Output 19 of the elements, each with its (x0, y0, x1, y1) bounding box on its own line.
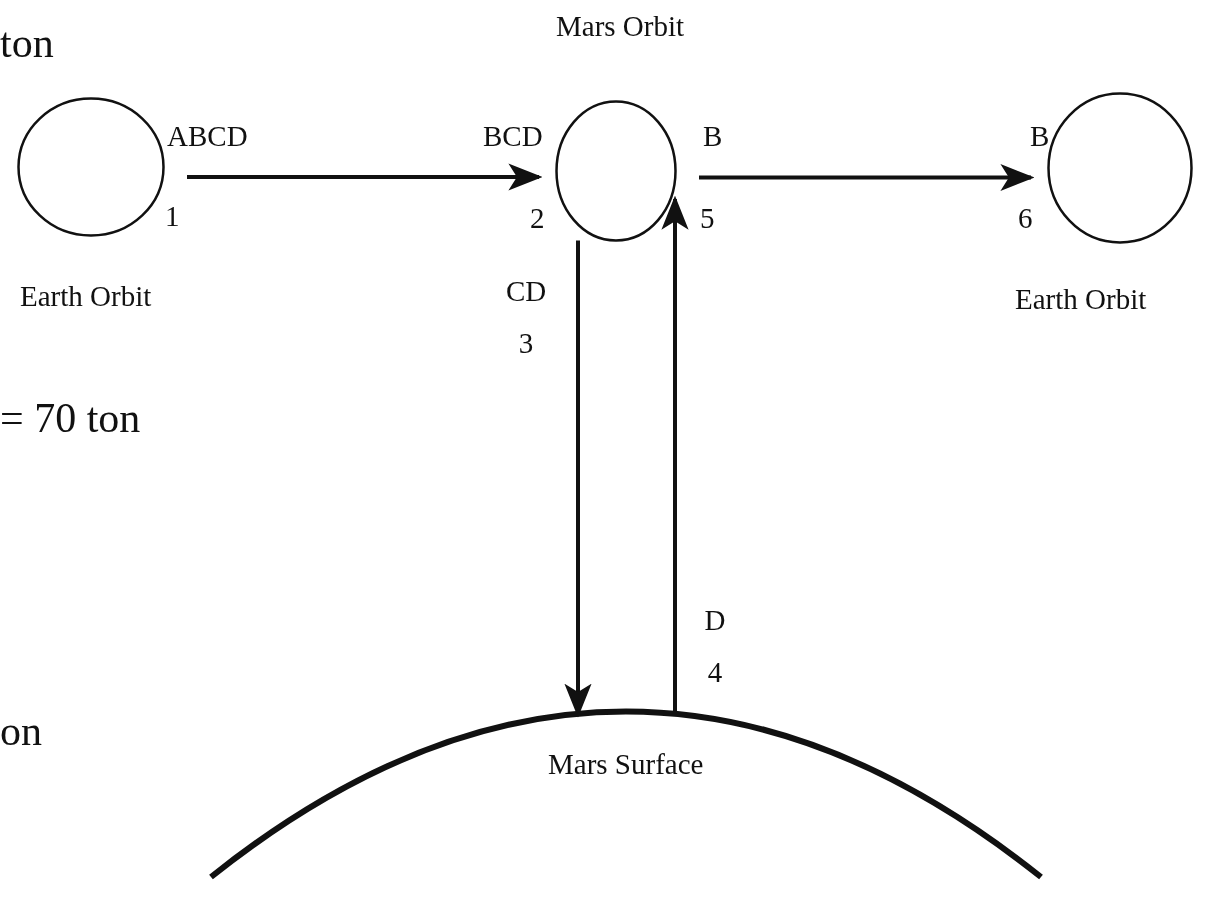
orbit-label: Mars Orbit (556, 10, 685, 42)
arrow (187, 163, 543, 191)
surface-label: Mars Surface (548, 748, 704, 780)
payload-letters: BCD (483, 120, 543, 152)
step-number: 6 (1018, 202, 1033, 234)
arrow (699, 163, 1035, 192)
orbit-label: Earth Orbit (20, 280, 152, 312)
step-number: 5 (700, 202, 715, 234)
note-text: on (0, 708, 42, 754)
step-number: 2 (530, 202, 545, 234)
note-text: = 70 ton (0, 395, 141, 441)
payload-letters: ABCD (167, 120, 248, 152)
edge-label: D 4 (703, 603, 727, 691)
payload-letters: B (703, 120, 723, 152)
edge-label: CD 3 (506, 273, 546, 361)
payload-letters: B (1030, 120, 1050, 152)
note-text: ton (0, 20, 54, 66)
step-number: 1 (165, 200, 180, 232)
orbit-label: Earth Orbit (1015, 283, 1147, 315)
